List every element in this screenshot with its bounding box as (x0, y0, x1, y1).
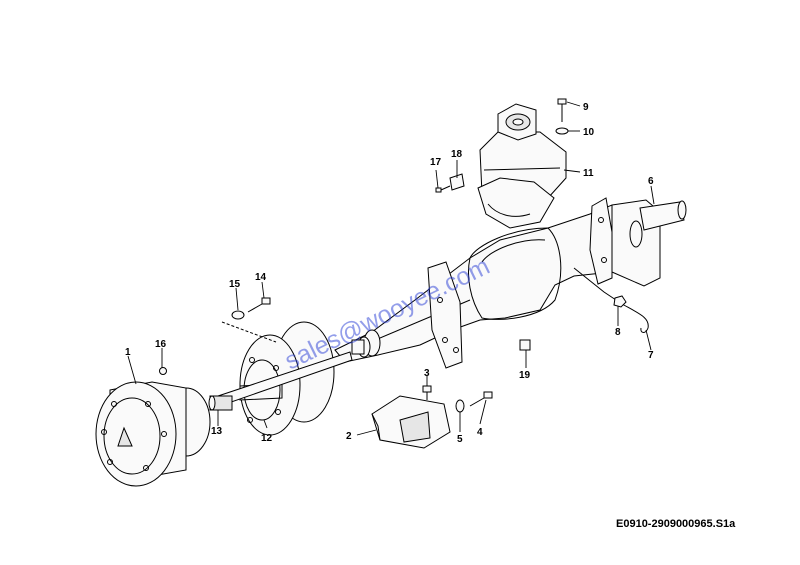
mounting-plate-right (589, 197, 613, 285)
callout-19: 19 (519, 370, 531, 381)
axle-housing (334, 204, 633, 363)
washer-15 (231, 310, 245, 320)
leader-lines (127, 101, 655, 436)
washer-10 (555, 127, 569, 135)
bolt-17 (435, 185, 451, 193)
callout-5: 5 (457, 434, 463, 445)
bolt-hole (437, 297, 443, 303)
callout-18: 18 (451, 149, 463, 160)
right-spindle (611, 199, 687, 287)
dashed-guide (221, 321, 277, 343)
nut-8 (613, 295, 627, 308)
bolt-4 (469, 391, 493, 407)
callout-2: 2 (346, 431, 352, 442)
callout-15: 15 (229, 279, 241, 290)
callout-7: 7 (648, 350, 654, 361)
callout-4: 4 (477, 427, 483, 438)
callout-14: 14 (255, 272, 267, 283)
callout-17: 17 (430, 157, 442, 168)
callout-11: 11 (583, 168, 594, 179)
breather-19 (519, 339, 531, 351)
bracket-18 (449, 173, 465, 191)
brake-caliper (371, 395, 451, 449)
mounting-plate-left (427, 261, 463, 369)
washer-5 (455, 399, 465, 413)
bolt-9 (557, 98, 567, 122)
wheel-hub (95, 367, 211, 487)
drawing-reference: E0910-2909000965.S1a (616, 518, 736, 530)
differential-carrier (477, 103, 567, 229)
bolt-hole (453, 347, 459, 353)
bolt-hole (442, 337, 448, 343)
half-shaft (208, 351, 353, 411)
callout-8: 8 (615, 327, 621, 338)
bolt-3 (422, 385, 432, 400)
callout-12: 12 (261, 433, 273, 444)
callout-13: 13 (211, 426, 223, 437)
bolt-hole (598, 217, 604, 223)
bolt-14 (247, 297, 271, 313)
callout-3: 3 (424, 368, 430, 379)
cable-7 (573, 267, 649, 333)
callout-16: 16 (155, 339, 167, 350)
callout-1: 1 (125, 347, 131, 358)
bolt-hole (601, 257, 607, 263)
callout-6: 6 (648, 176, 654, 187)
callout-9: 9 (583, 102, 589, 113)
callout-10: 10 (583, 127, 595, 138)
